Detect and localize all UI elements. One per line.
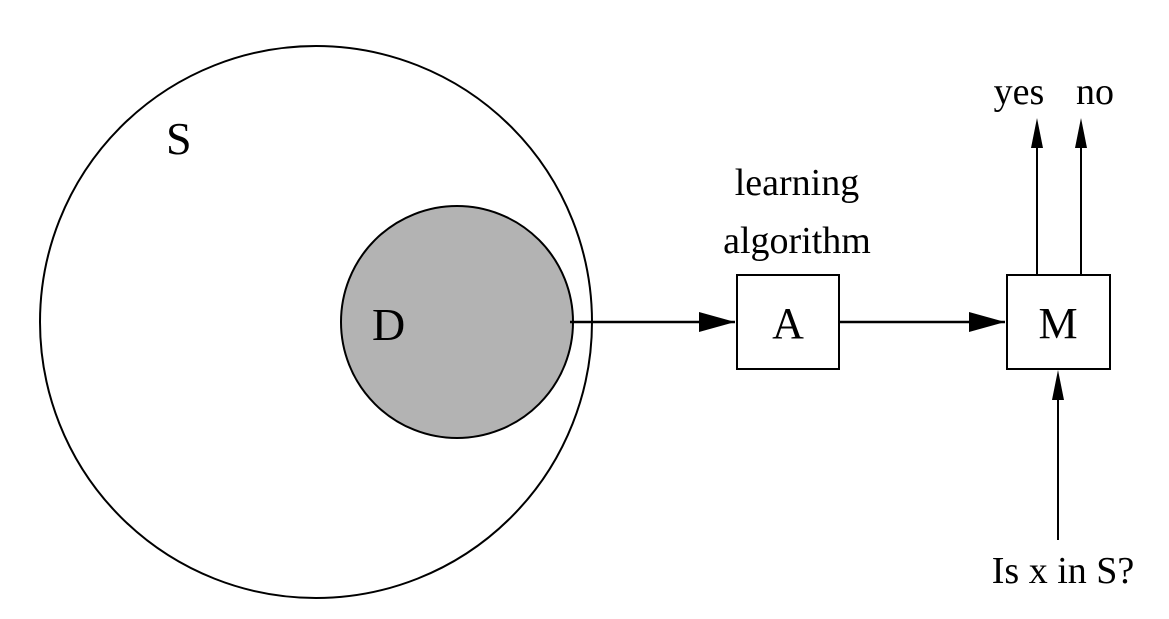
learning-caption-line2: algorithm xyxy=(723,220,871,262)
set-d-label: D xyxy=(372,299,405,350)
arrow-yes-head xyxy=(1031,118,1043,148)
output-yes-label: yes xyxy=(994,71,1045,113)
learning-caption-line1: learning xyxy=(735,162,860,204)
model-box xyxy=(1006,274,1111,370)
arrow-no-head xyxy=(1075,118,1087,148)
algorithm-box-label: A xyxy=(772,299,804,348)
query-label: Is x in S? xyxy=(992,550,1135,592)
set-s-label: S xyxy=(166,113,192,164)
output-no-label: no xyxy=(1076,71,1114,113)
model-box-label: M xyxy=(1038,299,1077,348)
arrow-query-head xyxy=(1052,370,1064,400)
algorithm-box xyxy=(736,274,840,370)
